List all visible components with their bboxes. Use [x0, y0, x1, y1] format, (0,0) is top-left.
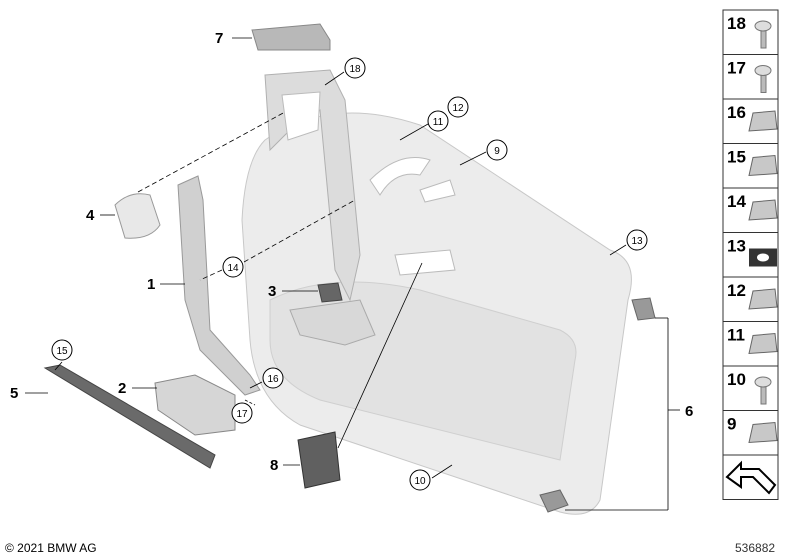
part-box-13: 13 [722, 232, 779, 278]
part-box-label: 14 [727, 192, 746, 211]
callout-15: 15 [51, 339, 73, 361]
arrow-icon [725, 460, 777, 495]
callout-13: 13 [626, 229, 648, 251]
arrow-box [722, 454, 779, 500]
clip-icon [748, 154, 778, 177]
part-box-18: 18 [722, 9, 779, 55]
svg-text:1: 1 [147, 276, 155, 293]
part-5 [43, 364, 216, 469]
svg-text:7: 7 [215, 30, 223, 47]
clip-icon [748, 110, 778, 132]
part-6-upper [631, 297, 656, 321]
callout-8: 8 [270, 457, 278, 474]
part-box-16: 16 [722, 98, 779, 144]
part-3 [317, 282, 343, 303]
part-box-label: 18 [727, 14, 746, 33]
svg-text:14: 14 [227, 263, 239, 274]
clip-icon [748, 288, 778, 310]
svg-text:4: 4 [86, 207, 95, 224]
part-box-label: 13 [727, 237, 746, 256]
part-box-15: 15 [722, 143, 779, 189]
part-box-label: 15 [727, 148, 746, 167]
callout-5: 5 [10, 385, 18, 402]
callout-14: 14 [222, 256, 244, 278]
part-box-label: 17 [727, 59, 746, 78]
callout-12: 12 [447, 96, 469, 118]
clip-icon [748, 332, 778, 355]
callout-4: 4 [86, 207, 95, 224]
svg-text:6: 6 [685, 403, 693, 420]
callout-10: 10 [409, 469, 431, 491]
part-box-10: 10 [722, 365, 779, 411]
svg-text:16: 16 [267, 374, 279, 385]
svg-text:13: 13 [631, 236, 643, 247]
part-box-label: 12 [727, 281, 746, 300]
callout-3: 3 [268, 283, 276, 300]
callout-16: 16 [262, 367, 284, 389]
part-box-12: 12 [722, 276, 779, 322]
part-box-17: 17 [722, 54, 779, 100]
svg-text:12: 12 [452, 103, 464, 114]
svg-text:18: 18 [349, 64, 361, 75]
svg-text:10: 10 [414, 476, 426, 487]
callout-7: 7 [215, 30, 223, 47]
callout-1: 1 [147, 276, 155, 293]
part-box-label: 9 [727, 415, 736, 434]
callout-17: 17 [231, 402, 253, 424]
part-box-label: 10 [727, 370, 746, 389]
part-6-lower [539, 489, 569, 513]
parts-column: 18 17 16 15 14 13 12 11 10 9 [722, 9, 779, 500]
svg-text:2: 2 [118, 380, 126, 397]
part-2 [154, 374, 236, 436]
callout-11: 11 [427, 110, 449, 132]
part-box-label: 11 [727, 326, 745, 345]
svg-text:9: 9 [494, 146, 500, 157]
part-8 [297, 431, 341, 489]
part-box-9: 9 [722, 410, 779, 456]
callout-6: 6 [685, 403, 693, 420]
callout-9: 9 [486, 139, 508, 161]
svg-text:8: 8 [270, 457, 278, 474]
clip-icon [748, 199, 778, 221]
svg-text:3: 3 [268, 283, 276, 300]
part-box-label: 16 [727, 103, 746, 122]
svg-text:5: 5 [10, 385, 18, 402]
callout-2: 2 [118, 380, 126, 397]
callout-18: 18 [344, 57, 366, 79]
part-box-14: 14 [722, 187, 779, 233]
svg-text:15: 15 [56, 346, 68, 357]
part-1 [177, 175, 261, 396]
svg-text:11: 11 [433, 117, 444, 128]
clip-icon [748, 421, 778, 444]
copyright: © 2021 BMW AG [5, 541, 97, 555]
door-trim-panel [241, 69, 632, 515]
document-number: 536882 [735, 541, 776, 555]
part-7 [251, 23, 331, 51]
leader-lines [25, 37, 680, 511]
part-box-11: 11 [722, 321, 779, 367]
svg-text:17: 17 [236, 409, 248, 420]
part-4 [114, 193, 161, 239]
